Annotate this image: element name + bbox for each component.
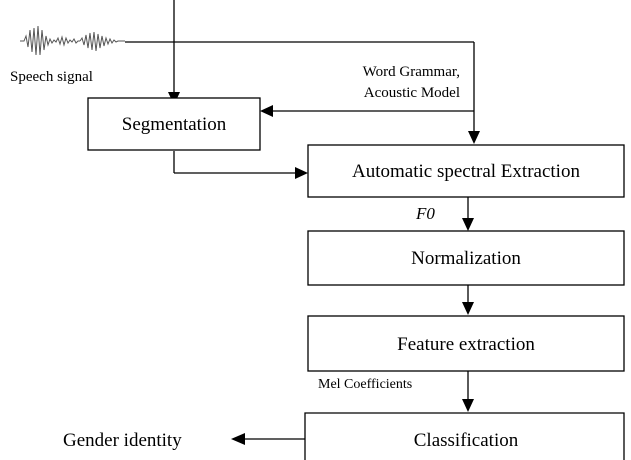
- feature-extraction-label: Feature extraction: [397, 334, 535, 355]
- gender-identity-label: Gender identity: [63, 430, 182, 451]
- arrowhead-normalization-top: [462, 218, 474, 231]
- arrowhead-segmentation-right: [260, 105, 273, 117]
- speech-waveform-icon: [20, 25, 125, 56]
- feature-extraction-box: [307, 315, 625, 372]
- mel-coefficients-label: Mel Coefficients: [318, 377, 412, 392]
- segmentation-box: [87, 97, 261, 151]
- spectral-extraction-box: [307, 144, 625, 198]
- normalization-label: Normalization: [411, 248, 521, 269]
- arrowhead-feature-top: [462, 302, 474, 315]
- speech-signal-label: Speech signal: [10, 69, 93, 85]
- f0-label: F0: [415, 204, 435, 223]
- classification-box: [304, 412, 625, 460]
- model-note-line1: Word Grammar,: [363, 64, 460, 80]
- arrowhead-spectral-left: [295, 167, 308, 179]
- arrowhead-spectral-top: [468, 131, 480, 144]
- model-note-line2: Acoustic Model: [364, 85, 460, 101]
- normalization-box: [307, 230, 625, 286]
- spectral-extraction-label: Automatic spectral Extraction: [352, 161, 580, 182]
- arrowhead-classification-top: [462, 399, 474, 412]
- arrowhead-output-left: [231, 433, 245, 445]
- classification-label: Classification: [414, 430, 519, 451]
- segmentation-label: Segmentation: [122, 114, 227, 135]
